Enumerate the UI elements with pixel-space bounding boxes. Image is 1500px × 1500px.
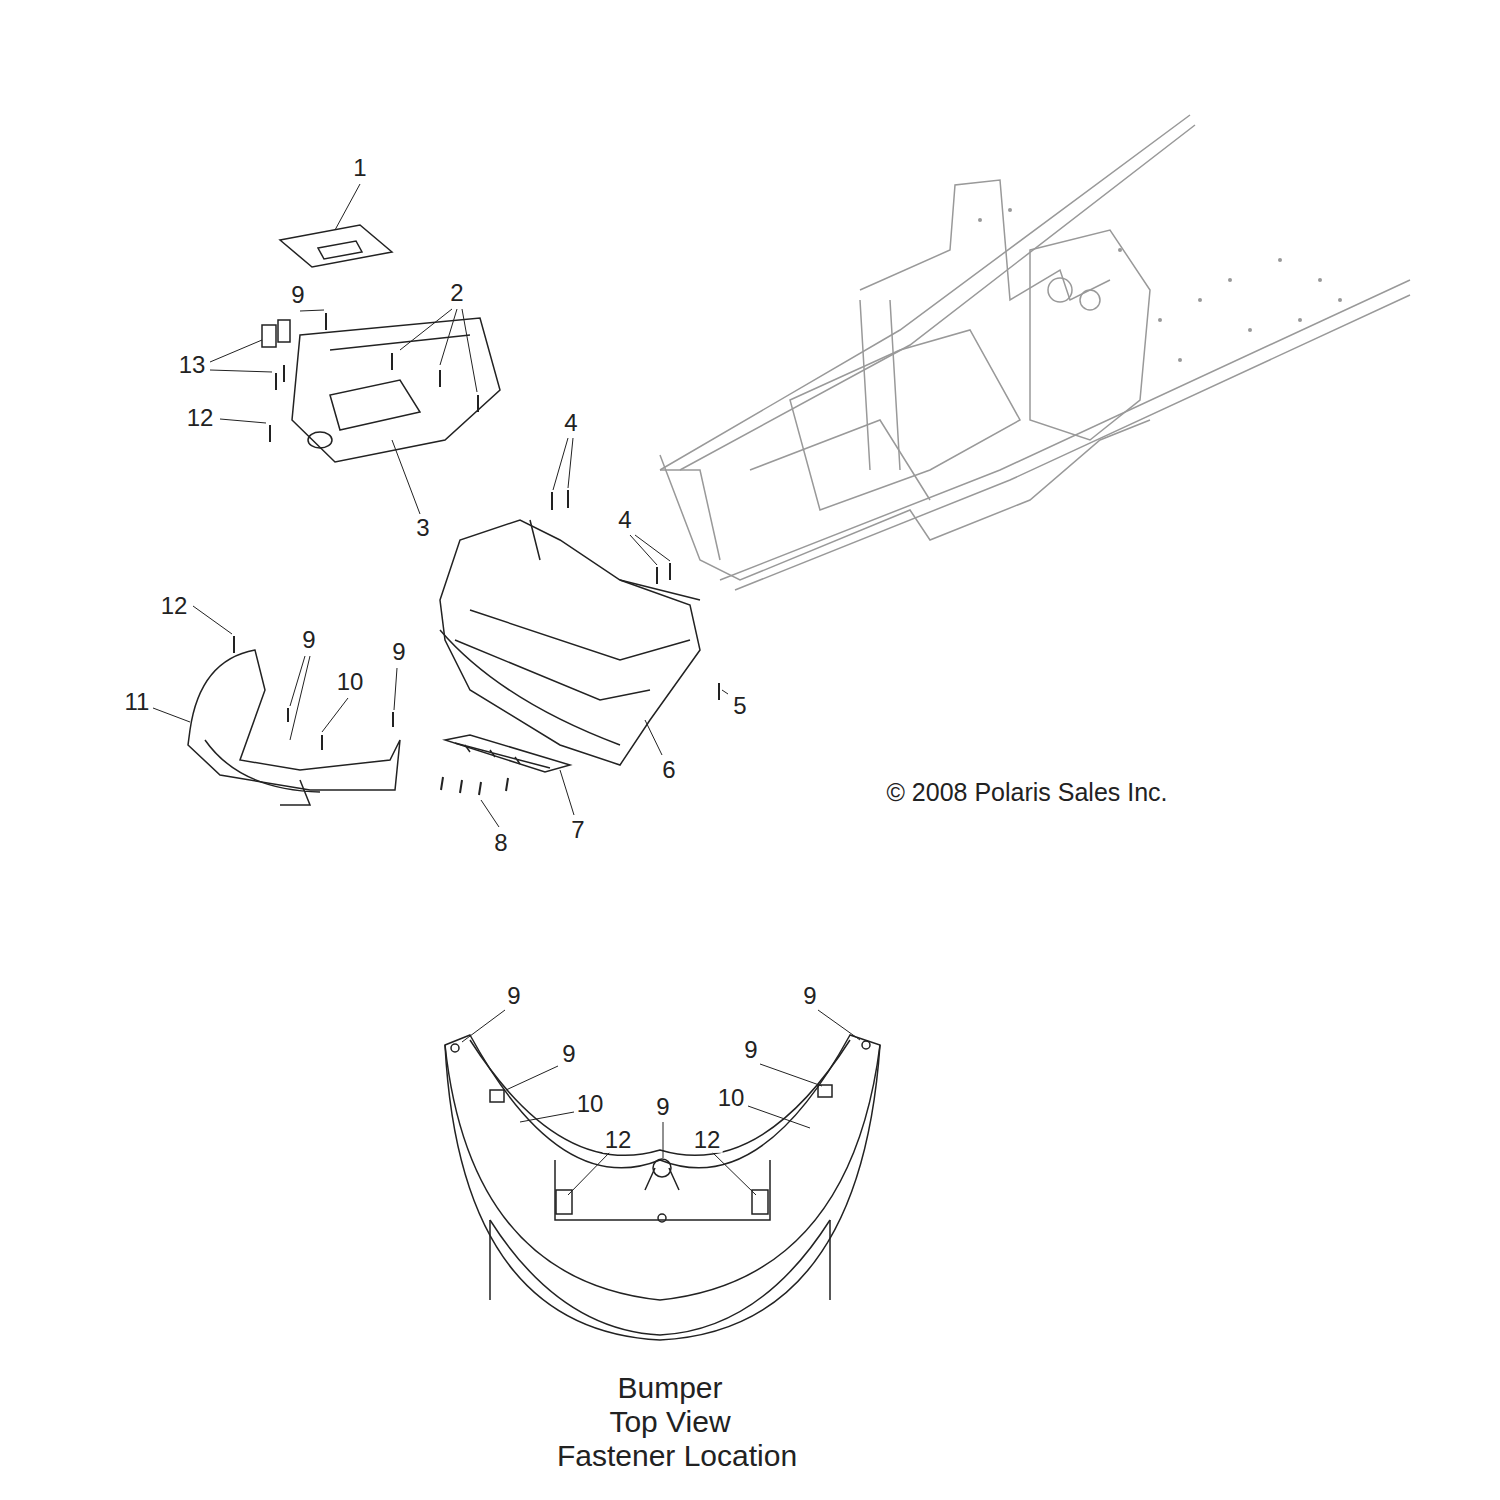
view-caption: Top View (609, 1405, 730, 1438)
callout-number: 11 (123, 689, 152, 715)
callout-number: 6 (660, 757, 677, 783)
view-caption: Bumper (617, 1371, 722, 1404)
callout-number: 12 (159, 593, 190, 619)
callout-number: 10 (335, 669, 366, 695)
callout-number: 12 (692, 1127, 723, 1153)
callout-number: 4 (616, 507, 633, 533)
view-caption: Fastener Location (557, 1439, 797, 1472)
callout-number: 7 (569, 817, 586, 843)
callout-number: 9 (289, 282, 306, 308)
callout-number: 8 (492, 830, 509, 856)
callout-number: 10 (575, 1091, 606, 1117)
callout-number: 9 (505, 983, 522, 1009)
callout-number: 5 (731, 693, 748, 719)
callout-number: 4 (562, 410, 579, 436)
bumper-top-view (445, 1035, 880, 1340)
copyright-note: © 2008 Polaris Sales Inc. (886, 779, 1167, 807)
callout-number: 9 (801, 983, 818, 1009)
callout-number: 9 (654, 1094, 671, 1120)
callout-number: 3 (414, 515, 431, 541)
bumper-leader-lines (462, 1010, 860, 1195)
callout-number: 12 (603, 1127, 634, 1153)
parts (188, 225, 700, 805)
frame-holes (978, 208, 1342, 362)
fasteners (234, 313, 719, 795)
callout-number: 9 (742, 1037, 759, 1063)
callout-number: 12 (185, 405, 216, 431)
callout-number: 10 (716, 1085, 747, 1111)
leader-lines (153, 184, 728, 827)
callout-number: 2 (448, 280, 465, 306)
callout-number: 9 (560, 1041, 577, 1067)
callout-number: 9 (300, 627, 317, 653)
chassis-frame (660, 115, 1410, 590)
callout-number: 13 (177, 352, 208, 378)
callout-number: 9 (390, 639, 407, 665)
callout-number: 1 (351, 155, 368, 181)
